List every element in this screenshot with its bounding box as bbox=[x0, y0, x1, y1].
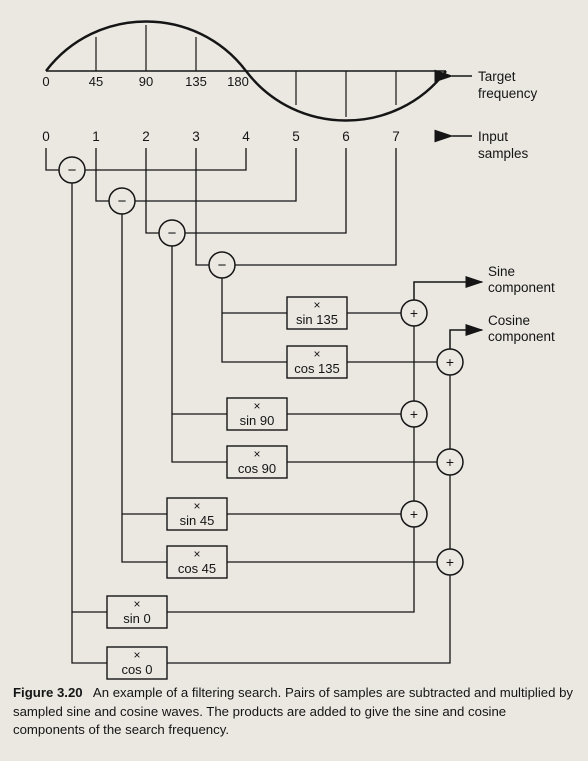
subtractor: − bbox=[158, 219, 186, 247]
cosine-output-arrow bbox=[449, 324, 484, 349]
subtractor: − bbox=[208, 251, 236, 279]
subtract-symbol: − bbox=[218, 257, 227, 274]
multiplier-boxes: × sin 135 × cos 135 × sin 90 × cos 90 × bbox=[106, 296, 348, 680]
wire bbox=[195, 148, 209, 266]
multiply-symbol: × bbox=[313, 347, 320, 361]
wire bbox=[135, 148, 297, 202]
figure-caption: Figure 3.20 An example of a filtering se… bbox=[13, 684, 578, 740]
wire bbox=[71, 183, 107, 664]
sample-label: 0 bbox=[42, 129, 50, 144]
wire bbox=[95, 148, 109, 202]
add-symbol: + bbox=[410, 305, 418, 321]
multiply-symbol: × bbox=[253, 447, 260, 461]
cosine-adder: + bbox=[436, 348, 464, 376]
input-samples-label: samples bbox=[478, 146, 529, 161]
filtering-search-diagram: 0 45 90 135 180 Target frequency 0 1 2 3… bbox=[42, 20, 555, 680]
degree-label: 45 bbox=[89, 74, 103, 89]
multiplier-cos-0: × cos 0 bbox=[106, 646, 168, 680]
subtractor-nodes: − − − − bbox=[58, 156, 236, 279]
add-symbol: + bbox=[446, 454, 454, 470]
sample-label: 6 bbox=[342, 129, 350, 144]
wire bbox=[45, 148, 59, 171]
signal-wires bbox=[45, 148, 451, 664]
sample-label: 2 bbox=[142, 129, 150, 144]
subtractor: − bbox=[108, 187, 136, 215]
multiplier-label: sin 45 bbox=[180, 513, 215, 528]
subtract-symbol: − bbox=[168, 225, 177, 242]
multiply-symbol: × bbox=[313, 298, 320, 312]
wire bbox=[167, 575, 451, 664]
input-samples-label: Input bbox=[478, 129, 508, 144]
cosine-component-label: component bbox=[488, 329, 555, 344]
multiply-symbol: × bbox=[133, 648, 140, 662]
sample-label: 7 bbox=[392, 129, 400, 144]
multiplier-sin-45: × sin 45 bbox=[166, 497, 228, 531]
caption-text: An example of a filtering search. Pairs … bbox=[13, 685, 574, 737]
cosine-adder: + bbox=[436, 548, 464, 576]
wire bbox=[235, 148, 397, 266]
wire bbox=[185, 148, 347, 234]
wire bbox=[85, 148, 247, 171]
add-symbol: + bbox=[446, 554, 454, 570]
sine-adder: + bbox=[400, 500, 428, 528]
sine-output-arrow bbox=[413, 276, 484, 300]
multiplier-label: cos 0 bbox=[121, 662, 152, 677]
figure-label: Figure 3.20 bbox=[13, 685, 83, 700]
subtract-symbol: − bbox=[118, 193, 127, 210]
multiplier-label: sin 0 bbox=[123, 611, 150, 626]
sine-adder: + bbox=[400, 299, 428, 327]
sample-label: 5 bbox=[292, 129, 300, 144]
multiply-symbol: × bbox=[133, 597, 140, 611]
sine-adder: + bbox=[400, 400, 428, 428]
sample-label: 1 bbox=[92, 129, 100, 144]
degree-label: 0 bbox=[42, 74, 49, 89]
multiplier-sin-135: × sin 135 bbox=[286, 296, 348, 330]
wire bbox=[167, 527, 415, 613]
adder-nodes: + + + + + + bbox=[400, 299, 464, 576]
multiplier-label: cos 135 bbox=[294, 361, 340, 376]
add-symbol: + bbox=[410, 406, 418, 422]
target-frequency-label: frequency bbox=[478, 86, 538, 101]
multiply-symbol: × bbox=[193, 499, 200, 513]
multiplier-sin-90: × sin 90 bbox=[226, 397, 288, 431]
multiplier-cos-45: × cos 45 bbox=[166, 545, 228, 579]
degree-label: 90 bbox=[139, 74, 153, 89]
cosine-adder: + bbox=[436, 448, 464, 476]
input-samples: 0 1 2 3 4 5 6 7 Input samples bbox=[42, 129, 528, 161]
wire bbox=[171, 246, 227, 463]
degree-label: 180 bbox=[227, 74, 249, 89]
sample-label: 4 bbox=[242, 129, 250, 144]
multiply-symbol: × bbox=[253, 399, 260, 413]
multiplier-label: cos 45 bbox=[178, 561, 216, 576]
wire bbox=[121, 214, 167, 563]
sample-label: 3 bbox=[192, 129, 200, 144]
multiplier-label: sin 90 bbox=[240, 413, 275, 428]
degree-label: 135 bbox=[185, 74, 207, 89]
sine-component-label: component bbox=[488, 280, 555, 295]
cosine-component-label: Cosine bbox=[488, 313, 530, 328]
multiply-symbol: × bbox=[193, 547, 200, 561]
subtractor: − bbox=[58, 156, 86, 184]
target-frequency-label: Target bbox=[478, 69, 516, 84]
target-frequency-waveform: 0 45 90 135 180 Target frequency bbox=[42, 20, 538, 122]
add-symbol: + bbox=[446, 354, 454, 370]
multiplier-cos-135: × cos 135 bbox=[286, 345, 348, 379]
subtract-symbol: − bbox=[68, 162, 77, 179]
wire bbox=[145, 148, 159, 234]
wire bbox=[221, 278, 287, 363]
multiplier-sin-0: × sin 0 bbox=[106, 595, 168, 629]
sine-component-label: Sine bbox=[488, 264, 515, 279]
multiplier-cos-90: × cos 90 bbox=[226, 445, 288, 479]
multiplier-label: sin 135 bbox=[296, 312, 338, 327]
sine-curve bbox=[45, 20, 447, 122]
multiplier-label: cos 90 bbox=[238, 461, 276, 476]
add-symbol: + bbox=[410, 506, 418, 522]
